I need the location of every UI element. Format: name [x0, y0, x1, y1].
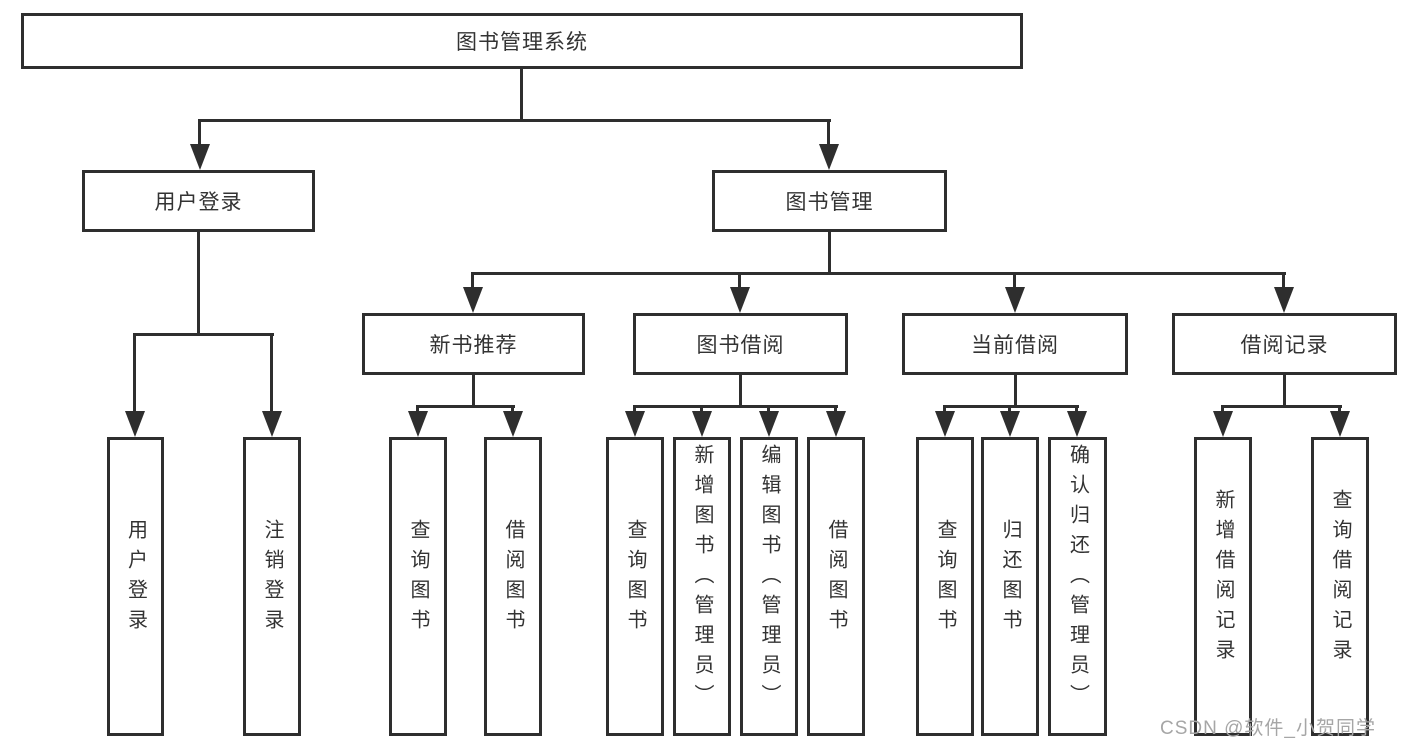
- connector-line: [472, 272, 1286, 275]
- node-label: 借阅记录: [1240, 334, 1329, 357]
- arrow-down-icon: [935, 405, 955, 437]
- node-label: 用户登录: [154, 191, 243, 214]
- watermark: CSDN @软件_小贺同学: [1160, 718, 1376, 739]
- leaf-label: 编辑图书（管理员）: [758, 443, 780, 714]
- node-label: 当前借阅: [971, 334, 1059, 357]
- arrow-down-icon: [730, 272, 750, 313]
- connector-line: [828, 232, 831, 275]
- connector-line: [1222, 405, 1342, 408]
- arrow-down-icon: [1067, 405, 1087, 437]
- leaf-add-borrow-record: 新增借阅记录: [1194, 437, 1252, 736]
- connector-line: [197, 232, 200, 336]
- node-user-login: 用户登录: [82, 170, 315, 232]
- connector-line: [199, 119, 831, 122]
- connector-line: [739, 375, 742, 408]
- leaf-label: 归还图书: [999, 518, 1021, 639]
- leaf-label: 用户登录: [124, 518, 147, 639]
- node-book-borrow: 图书借阅: [633, 313, 848, 375]
- leaf-label: 查询图书: [407, 518, 429, 639]
- arrow-down-icon: [625, 405, 645, 437]
- node-library-system: 图书管理系统: [21, 13, 1023, 69]
- arrow-down-icon: [190, 119, 210, 170]
- leaf-query-books-borrow: 查询图书: [606, 437, 664, 736]
- connector-line: [520, 69, 523, 121]
- leaf-query-borrow-record: 查询借阅记录: [1311, 437, 1369, 736]
- leaf-edit-books-admin: 编辑图书（管理员）: [740, 437, 798, 736]
- arrow-down-icon: [408, 405, 428, 437]
- node-label: 图书借阅: [696, 334, 785, 357]
- connector-line: [472, 375, 475, 408]
- arrow-down-icon: [819, 119, 839, 170]
- arrow-down-icon: [692, 405, 712, 437]
- arrow-down-icon: [759, 405, 779, 437]
- node-new-book-recommend: 新书推荐: [362, 313, 585, 375]
- arrow-down-icon: [1274, 272, 1294, 313]
- connector-line: [944, 405, 1079, 408]
- arrow-down-icon: [1213, 405, 1233, 437]
- arrow-down-icon: [826, 405, 846, 437]
- leaf-borrow-books: 借阅图书: [807, 437, 865, 736]
- connector-line: [1014, 375, 1017, 408]
- leaf-logout: 注销登录: [243, 437, 301, 736]
- connector-line: [417, 405, 515, 408]
- leaf-label: 确认归还（管理员）: [1066, 443, 1089, 714]
- leaf-add-books-admin: 新增图书（管理员）: [673, 437, 731, 736]
- leaf-label: 查询借阅记录: [1329, 488, 1351, 669]
- node-book-management: 图书管理: [712, 170, 947, 232]
- leaf-label: 新增借阅记录: [1212, 488, 1234, 669]
- arrow-down-icon: [463, 272, 483, 313]
- connector-line: [1283, 375, 1286, 408]
- leaf-query-books-recommend: 查询图书: [389, 437, 447, 736]
- leaf-label: 新增图书（管理员）: [691, 443, 713, 714]
- leaf-label: 注销登录: [261, 518, 283, 639]
- leaf-label: 借阅图书: [502, 518, 524, 639]
- node-label: 图书管理: [785, 191, 874, 214]
- leaf-label: 查询图书: [934, 518, 956, 639]
- arrow-down-icon: [503, 405, 523, 437]
- arrow-down-icon: [1330, 405, 1350, 437]
- leaf-borrow-books-recommend: 借阅图书: [484, 437, 542, 736]
- arrow-down-icon: [262, 333, 282, 437]
- connector-line: [634, 405, 838, 408]
- leaf-confirm-return-admin: 确认归还（管理员）: [1048, 437, 1107, 736]
- node-label: 新书推荐: [429, 334, 518, 357]
- leaf-return-books: 归还图书: [981, 437, 1039, 736]
- leaf-user-login: 用户登录: [107, 437, 164, 736]
- node-current-borrow: 当前借阅: [902, 313, 1128, 375]
- node-label: 图书管理系统: [456, 31, 588, 54]
- arrow-down-icon: [1005, 272, 1025, 313]
- node-borrow-records: 借阅记录: [1172, 313, 1397, 375]
- connector-line: [134, 333, 274, 336]
- arrow-down-icon: [125, 333, 145, 437]
- leaf-label: 借阅图书: [825, 518, 847, 639]
- leaf-query-books-current: 查询图书: [916, 437, 974, 736]
- arrow-down-icon: [1000, 405, 1020, 437]
- leaf-label: 查询图书: [624, 518, 646, 639]
